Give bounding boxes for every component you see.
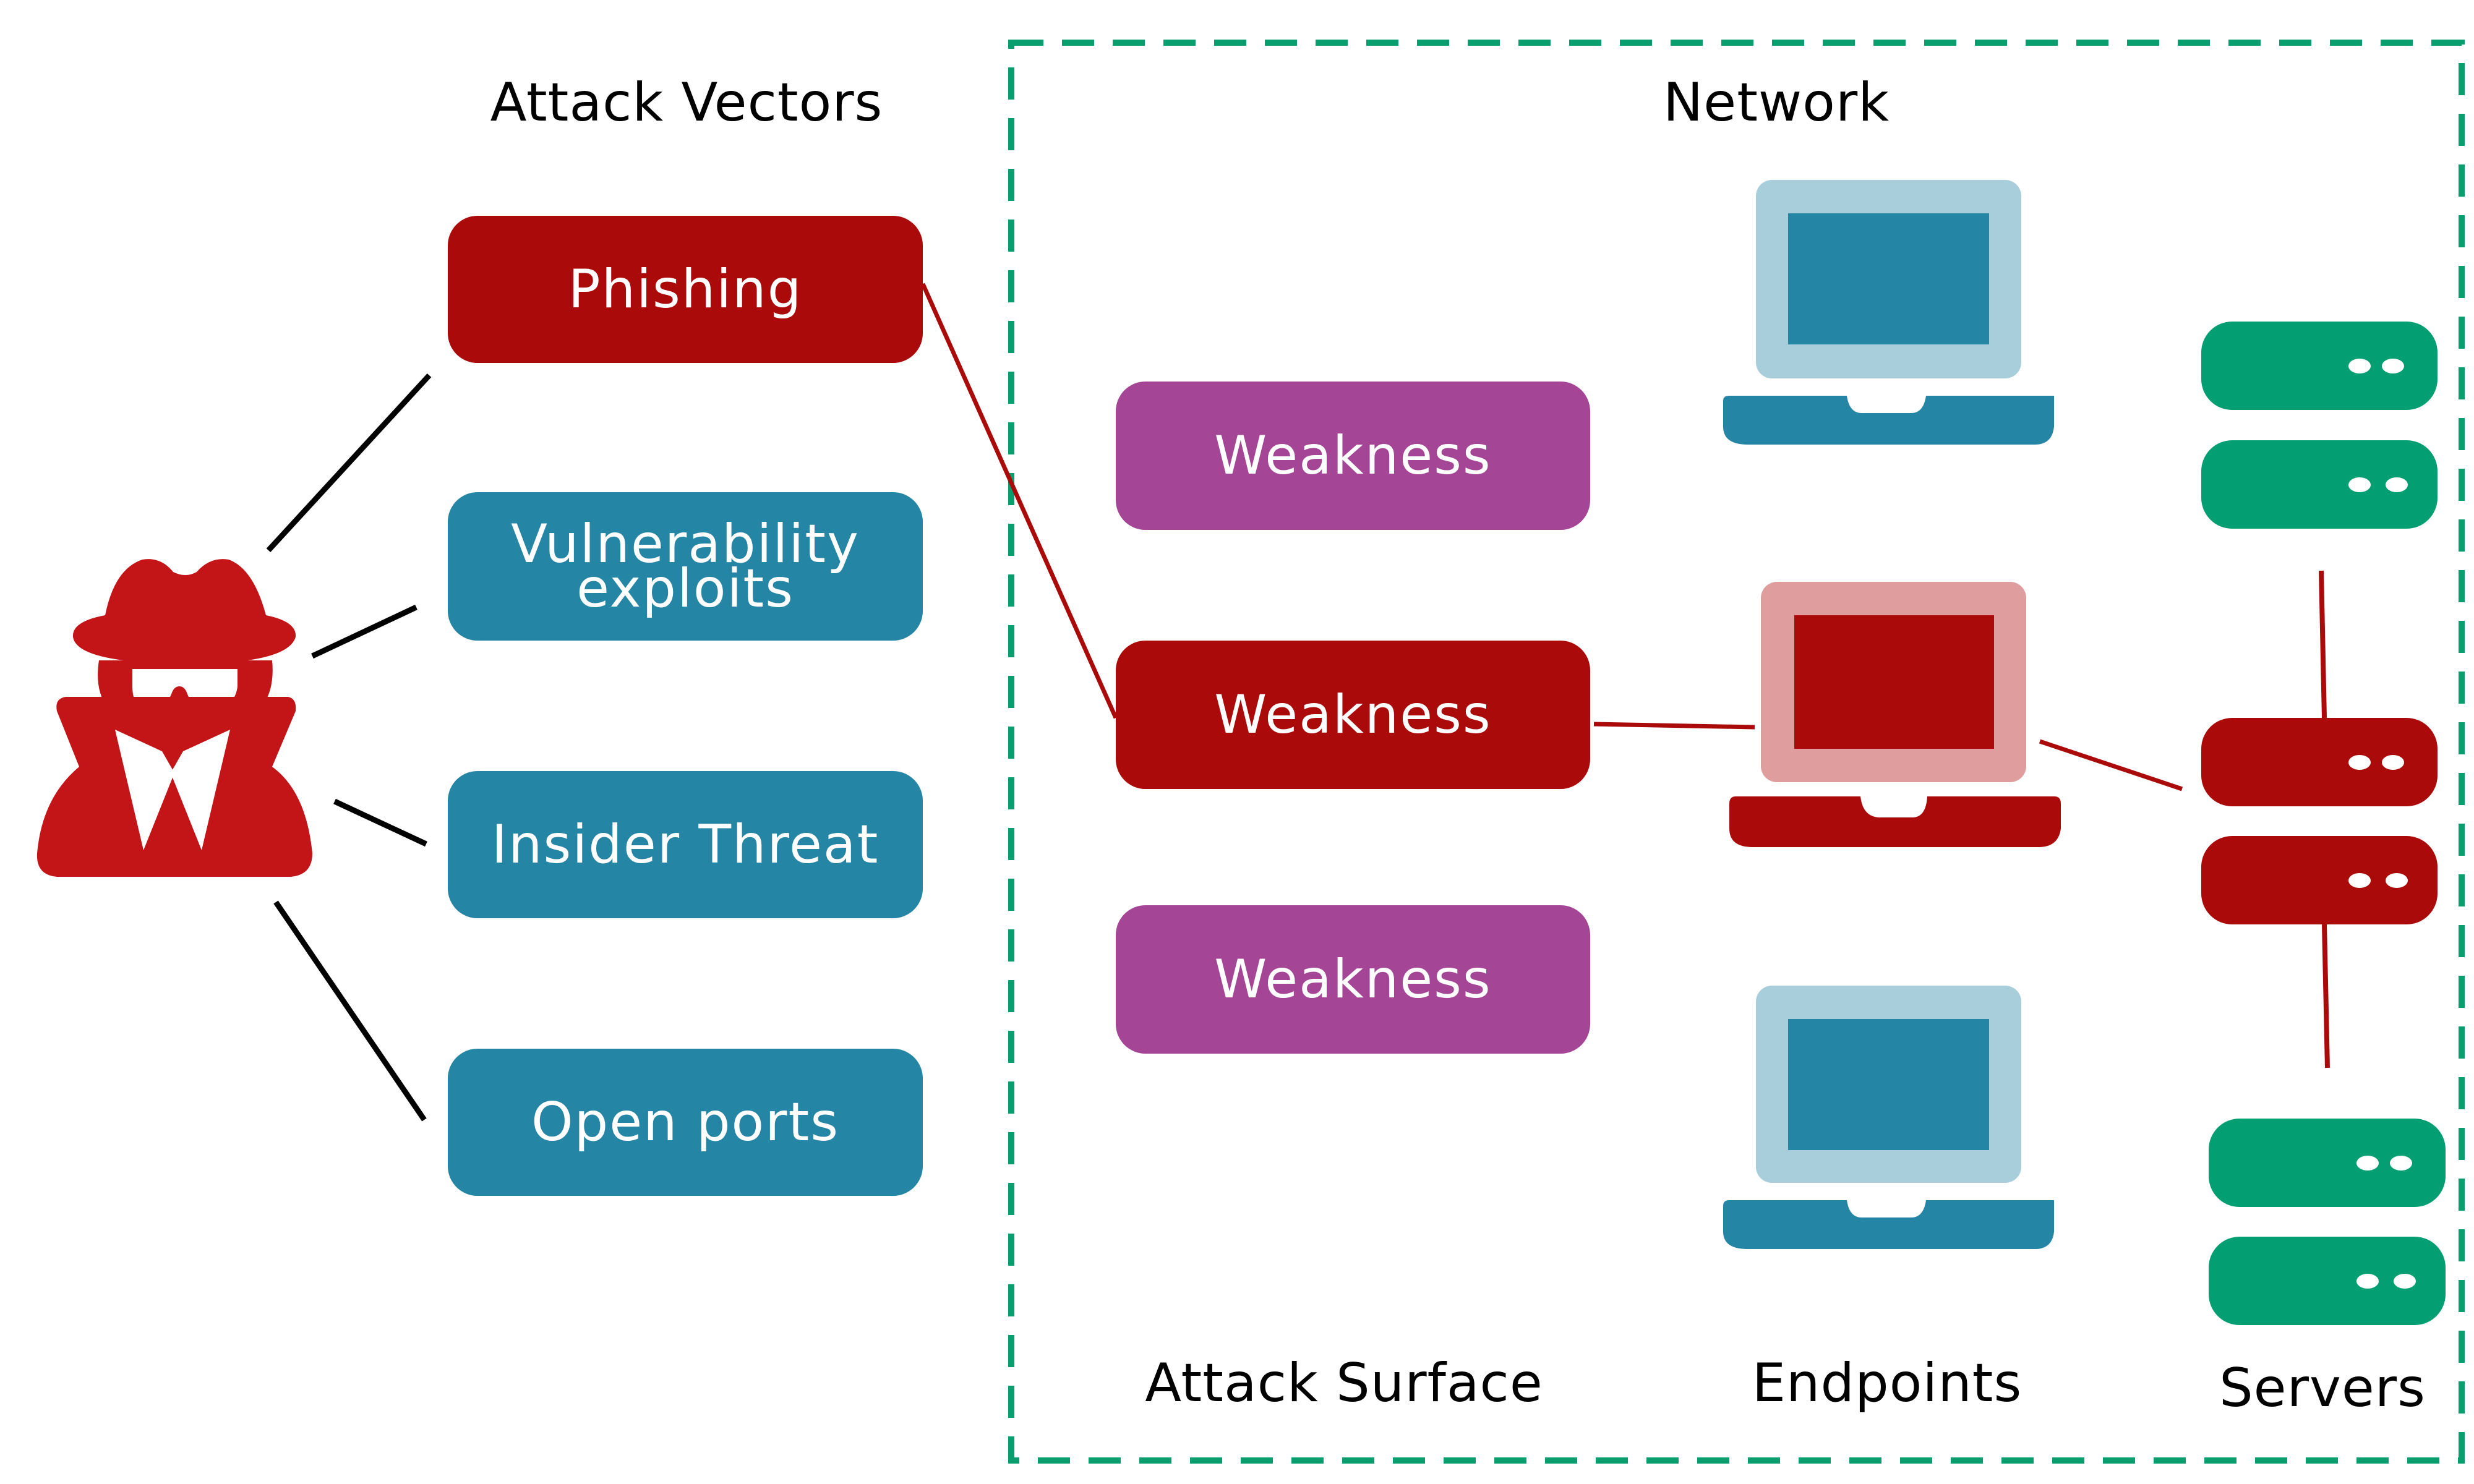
server-unit: [2209, 1119, 2446, 1207]
attack-vector-phishing[interactable]: Phishing: [448, 216, 923, 363]
attack-vector-label: Open ports: [531, 1091, 840, 1153]
laptop-icon-endpoint-2-compromised: [1729, 582, 2061, 847]
weakness-label: Weakness: [1214, 425, 1492, 487]
attack-path-weakness-laptop: [1593, 722, 1755, 730]
connector-actor-phishing: [266, 373, 432, 553]
server-unit: [2201, 836, 2438, 924]
network-boundary-frame: [1008, 40, 2465, 1464]
server-unit: [2201, 322, 2438, 410]
endpoints-label: Endpoints: [1752, 1352, 2022, 1414]
server-icon-group-3: [2209, 1119, 2446, 1325]
attack-vector-label: Insider Threat: [491, 814, 880, 876]
servers-label: Servers: [2219, 1357, 2426, 1419]
weakness-node-1[interactable]: Weakness: [1116, 382, 1590, 530]
attack-vectors-title: Attack Vectors: [490, 72, 883, 134]
attack-path-server-down: [2322, 924, 2330, 1068]
hacker-spy-icon: [36, 559, 313, 877]
connector-actor-vulnerability: [311, 604, 417, 659]
connector-actor-insider: [333, 798, 427, 847]
weakness-node-2-exploited[interactable]: Weakness: [1116, 641, 1590, 789]
attack-path-phishing-weakness: [920, 283, 1118, 719]
laptop-icon-endpoint-3: [1723, 986, 2054, 1249]
laptop-icon-endpoint-1: [1723, 180, 2054, 445]
attack-path-laptop-server: [2039, 739, 2183, 791]
attack-vector-open-ports[interactable]: Open ports: [448, 1049, 923, 1196]
attack-vector-insider-threat[interactable]: Insider Threat: [448, 771, 923, 918]
attack-path-server-up: [2319, 570, 2327, 719]
weakness-node-3[interactable]: Weakness: [1116, 905, 1590, 1054]
server-icon-group-1: [2201, 322, 2438, 529]
server-icon-group-2-compromised: [2201, 718, 2438, 924]
attack-vector-label: Phishing: [568, 258, 803, 320]
attack-vector-label-line2: exploits: [576, 558, 794, 620]
network-title: Network: [1663, 72, 1890, 134]
connector-actor-openports: [273, 900, 427, 1122]
attack-vector-label-line1: Vulnerability: [511, 513, 860, 575]
weakness-label: Weakness: [1214, 949, 1492, 1010]
server-unit: [2201, 440, 2438, 529]
attack-vector-vulnerability-exploits[interactable]: Vulnerability exploits: [448, 492, 923, 641]
attack-surface-label: Attack Surface: [1145, 1352, 1543, 1414]
server-unit: [2201, 718, 2438, 806]
server-unit: [2209, 1237, 2446, 1325]
weakness-label: Weakness: [1214, 684, 1492, 746]
